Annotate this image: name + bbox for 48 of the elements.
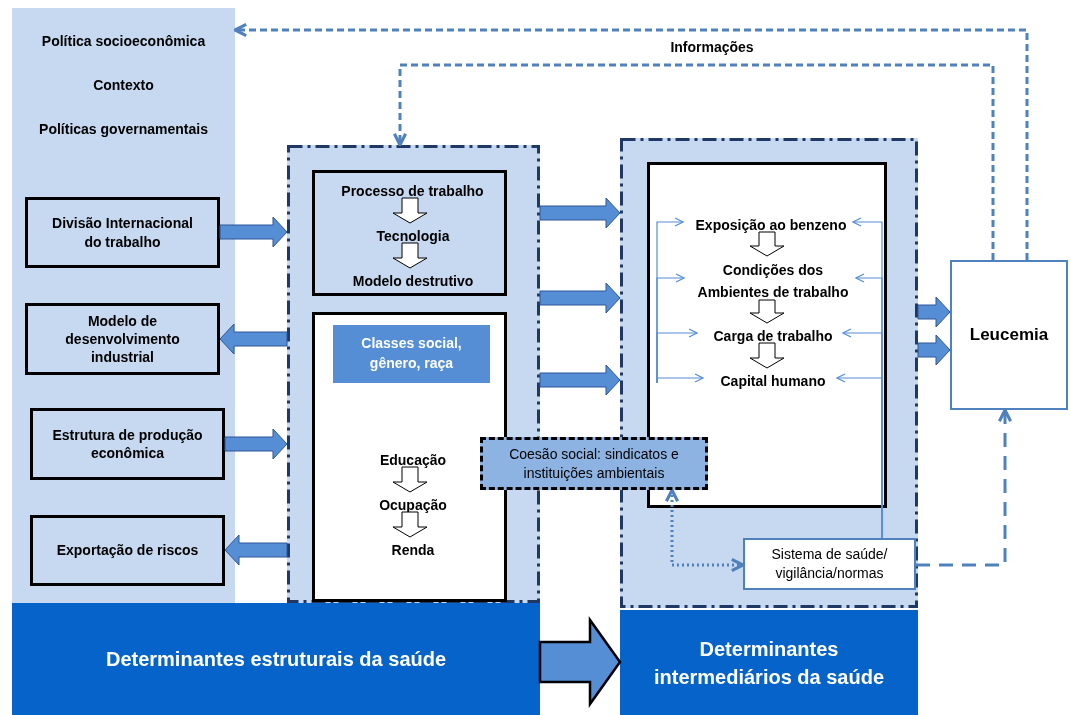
banner: Determinantes intermediários da saúde bbox=[620, 610, 918, 715]
step-label: Educação bbox=[363, 450, 463, 470]
hollow-arrow bbox=[392, 197, 428, 224]
block-arrow bbox=[539, 282, 621, 314]
step-label: Tecnologia bbox=[363, 226, 463, 246]
factor-box: Divisão Internacional do trabalho bbox=[25, 197, 220, 268]
context-label: Políticas governamentais bbox=[39, 120, 208, 139]
step-label: Renda bbox=[373, 540, 453, 560]
hollow-arrow bbox=[392, 511, 428, 538]
hollow-arrow bbox=[749, 342, 785, 369]
step-label: Capital humano bbox=[706, 371, 840, 391]
highlight-box: Classes social, gênero, raça bbox=[333, 325, 490, 383]
block-arrow bbox=[219, 216, 288, 248]
dashed-arrow bbox=[392, 63, 995, 260]
hollow-arrow bbox=[392, 466, 428, 493]
step-label: Ocupação bbox=[363, 495, 463, 515]
step-label: Processo de trabalho bbox=[321, 181, 504, 201]
block-arrow bbox=[917, 334, 951, 366]
hollow-arrow bbox=[392, 242, 428, 269]
step-label: Exposição ao benzeno bbox=[686, 215, 856, 235]
step-label: Carga de trabalho bbox=[700, 326, 846, 346]
process-box bbox=[312, 170, 507, 296]
system-box: Sistema de saúde/ vigilância/normas bbox=[743, 538, 916, 590]
block-arrow bbox=[224, 428, 288, 460]
context-panel bbox=[12, 8, 235, 603]
dashed-arrow bbox=[233, 22, 1029, 260]
thin-arrow bbox=[656, 373, 704, 384]
block-arrow bbox=[539, 364, 621, 396]
hollow-arrow bbox=[749, 231, 785, 257]
social-box bbox=[312, 312, 507, 602]
outcome-box: Leucemia bbox=[950, 260, 1068, 410]
dashed-arrow bbox=[916, 408, 1013, 567]
dotted-arrow bbox=[664, 488, 745, 573]
step-label: Condições dos Ambientes de trabalho bbox=[687, 259, 859, 303]
context-label: Política socioeconômica bbox=[41, 32, 206, 51]
hollow-arrow bbox=[749, 299, 785, 324]
block-arrow bbox=[219, 323, 288, 355]
factor-box: Exportação de riscos bbox=[30, 515, 225, 586]
dashed-box: Coesão social: sindicatos e instituições ambientais bbox=[480, 437, 708, 490]
step-label: Modelo destrutivo bbox=[328, 271, 498, 291]
factor-box: Modelo de desenvolvimento industrial bbox=[25, 303, 220, 375]
context-label: Contexto bbox=[93, 76, 154, 95]
block-arrow bbox=[539, 197, 621, 229]
block-arrow bbox=[224, 534, 288, 566]
block-arrow bbox=[917, 296, 951, 328]
banner: Determinantes estruturais da saúde bbox=[12, 603, 540, 715]
factor-box: Estrutura de produção econômica bbox=[30, 408, 225, 480]
block-arrow bbox=[538, 616, 622, 708]
